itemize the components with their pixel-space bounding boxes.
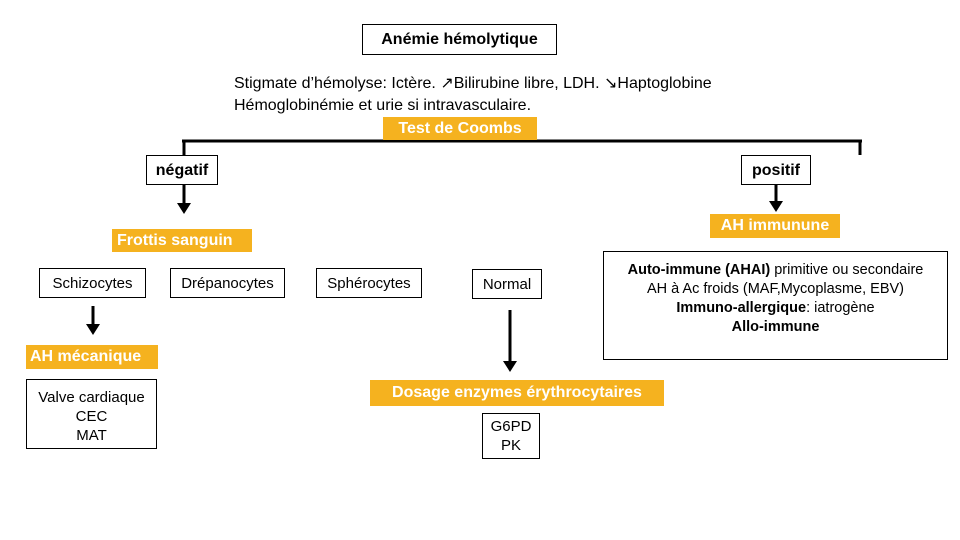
schizocytes-label: Schizocytes [52,274,133,292]
mechanical-causes-box: Valve cardiaque CEC MAT [26,379,157,449]
enzyme-item: G6PD [490,418,532,435]
normal-box: Normal [472,269,542,299]
spherocytes-label: Sphérocytes [327,274,411,292]
positive-arrow-head [769,201,783,212]
normal-arrow-head [503,361,517,372]
allo-immune-line: Allo-immune [731,319,820,335]
intravascular-line: Hémoglobinémie et urie si intravasculair… [234,96,531,116]
spherocytes-box: Sphérocytes [316,268,422,298]
ah-immune-label: AH immunune [710,214,840,238]
negative-arrow-head [177,203,191,214]
title: Anémie hémolytique [381,31,538,48]
coombs-label: Test de Coombs [383,117,537,140]
auto-immune-line: Auto-immune (AHAI) primitive ou secondai… [628,261,924,280]
negative-label: négatif [155,161,209,179]
schizocytes-box: Schizocytes [39,268,146,298]
positive-box: positif [741,155,811,185]
ah-mecanique-text: AH mécanique [30,348,142,365]
ah-immune-text: AH immunune [720,217,830,234]
ah-immune-causes-box: Auto-immune (AHAI) primitive ou secondai… [603,251,948,360]
cold-antibody-line: AH à Ac froids (MAF,Mycoplasme, EBV) [646,281,905,297]
coombs-text: Test de Coombs [398,120,522,137]
intravascular-text: Hémoglobinémie et urie si intravasculair… [234,97,532,114]
ah-mecanique-label: AH mécanique [26,345,158,369]
negative-box: négatif [146,155,218,185]
enzymes-label: Dosage enzymes érythrocytaires [370,380,664,406]
hemolysis-stigma-line: Stigmate d’hémolyse: Ictère. ↗Bilirubine… [234,74,712,94]
title-box: Anémie hémolytique [362,24,557,55]
enzymes-text: Dosage enzymes érythrocytaires [392,384,642,401]
drepanocytes-label: Drépanocytes [181,274,274,292]
immuno-allergic-rest: : iatrogène [806,300,875,316]
enzyme-item: PK [500,437,521,454]
hemolysis-stigma-text: Stigmate d’hémolyse: Ictère. ↗Bilirubine… [234,75,712,92]
mechanical-cause: MAT [76,427,107,444]
normal-label: Normal [482,275,532,293]
mechanical-cause: Valve cardiaque [38,389,145,406]
immuno-allergic-line: Immuno-allergique: iatrogène [676,299,874,318]
drepanocytes-box: Drépanocytes [170,268,285,298]
enzymes-box: G6PD PK [482,413,540,459]
positive-label: positif [752,161,800,179]
auto-immune-bold: Auto-immune (AHAI) [627,262,771,278]
frottis-text: Frottis sanguin [117,232,233,249]
mechanical-cause: CEC [75,408,108,425]
auto-immune-rest: primitive ou secondaire [770,262,924,278]
frottis-label: Frottis sanguin [112,229,252,252]
schizocytes-arrow-head [86,324,100,335]
immuno-allergic-bold: Immuno-allergique [676,300,807,316]
